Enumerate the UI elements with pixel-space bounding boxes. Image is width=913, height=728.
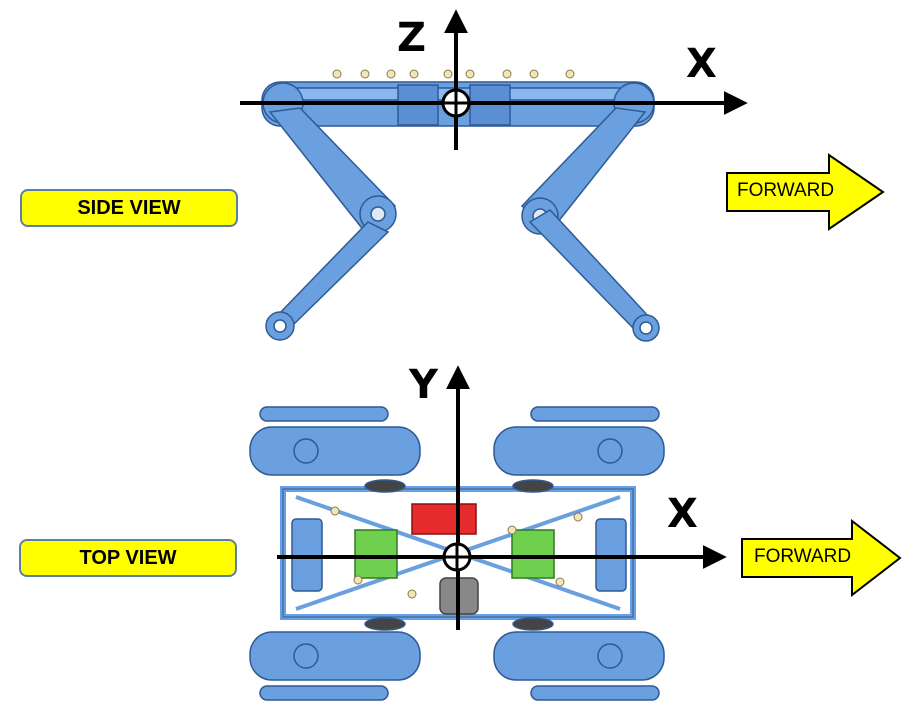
battery-pack — [411, 503, 477, 535]
side-view-label: SIDE VIEW — [20, 189, 238, 227]
left-thigh — [268, 107, 397, 234]
x-axis-label-side: X — [686, 41, 717, 87]
right-board — [511, 529, 555, 579]
top-view-axes — [277, 365, 727, 630]
left-shank — [273, 221, 390, 327]
forward-arrow-side-text: FORWARD — [737, 180, 835, 201]
side-view-label-text: SIDE VIEW — [77, 196, 181, 219]
forward-arrow-top-text: FORWARD — [754, 546, 852, 567]
side-view-axes — [240, 9, 748, 150]
forward-arrow-side: FORWARD — [725, 153, 887, 231]
top-view-robot — [249, 406, 665, 701]
side-origin-icon — [441, 88, 471, 118]
forward-arrow-icon — [741, 518, 902, 598]
y-axis-label: Y — [409, 362, 438, 408]
z-axis-label: Z — [397, 15, 427, 61]
forward-arrow-icon — [726, 153, 885, 231]
top-view-label: TOP VIEW — [19, 539, 237, 577]
right-shank — [528, 209, 652, 332]
top-view-label-text: TOP VIEW — [79, 546, 177, 569]
right-thigh — [520, 107, 647, 234]
top-origin-icon — [442, 542, 472, 572]
left-board — [354, 529, 398, 579]
x-axis-label-top: X — [667, 491, 698, 537]
body-studs — [332, 69, 575, 79]
forward-arrow-top: FORWARD — [740, 518, 902, 598]
